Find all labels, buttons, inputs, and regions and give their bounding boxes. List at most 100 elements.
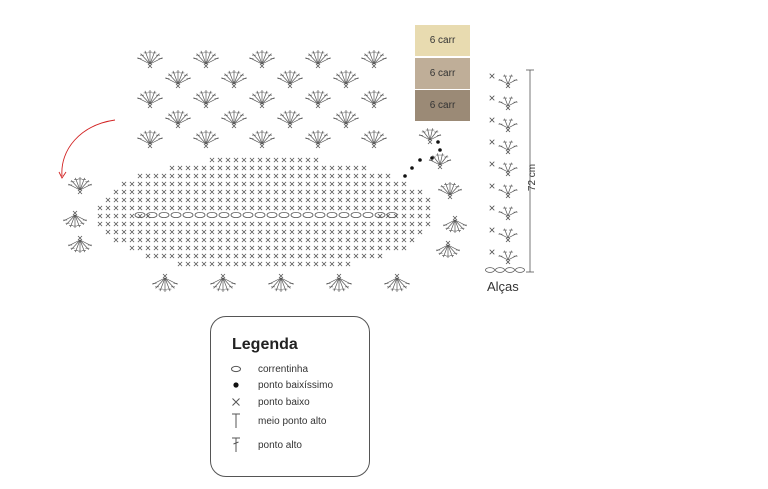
color-swatch-2: 6 carr xyxy=(415,58,470,89)
single-crochet-mark xyxy=(145,189,151,195)
single-crochet-mark xyxy=(185,253,191,259)
fan-stitch xyxy=(193,90,219,109)
single-crochet-mark xyxy=(265,229,271,235)
single-crochet-mark xyxy=(361,189,367,195)
single-crochet-mark xyxy=(305,245,311,251)
fan-stitch xyxy=(249,90,275,109)
single-crochet-mark xyxy=(233,253,239,259)
fan-stitch xyxy=(152,273,178,292)
slip-stitch-mark xyxy=(403,174,407,178)
single-crochet-mark xyxy=(249,261,255,267)
single-crochet-mark xyxy=(369,245,375,251)
single-crochet-mark xyxy=(273,245,279,251)
single-crochet-mark xyxy=(257,205,263,211)
direction-arrow-head xyxy=(58,171,67,179)
single-crochet-mark xyxy=(217,197,223,203)
fan-stitch xyxy=(249,130,275,149)
fan-stitch xyxy=(221,70,247,89)
single-crochet-mark xyxy=(313,189,319,195)
single-crochet-mark xyxy=(385,189,391,195)
single-crochet-mark xyxy=(201,221,207,227)
legend-title: Legenda xyxy=(232,336,298,353)
single-crochet-mark xyxy=(145,221,151,227)
single-crochet-mark xyxy=(177,173,183,179)
fan-stitch xyxy=(210,273,236,292)
single-crochet-mark xyxy=(193,245,199,251)
single-crochet-mark xyxy=(233,205,239,211)
single-crochet-mark xyxy=(377,205,383,211)
single-crochet-mark xyxy=(249,157,255,163)
single-crochet-mark xyxy=(281,229,287,235)
single-crochet-mark xyxy=(201,181,207,187)
single-crochet-mark xyxy=(337,237,343,243)
chain-stitch-mark xyxy=(254,211,266,218)
single-crochet-mark xyxy=(369,253,375,259)
single-crochet-mark xyxy=(273,229,279,235)
single-crochet-mark xyxy=(385,245,391,251)
single-crochet-mark xyxy=(313,261,319,267)
single-crochet-mark xyxy=(233,221,239,227)
single-crochet-mark xyxy=(409,237,415,243)
single-crochet-mark xyxy=(329,189,335,195)
single-crochet-mark xyxy=(361,205,367,211)
chain-stitch-mark xyxy=(362,211,374,218)
chain-stitch-mark xyxy=(170,211,182,218)
fan-stitch xyxy=(443,215,467,233)
single-crochet-mark xyxy=(209,157,215,163)
single-crochet-mark xyxy=(289,181,295,187)
single-crochet-mark xyxy=(385,229,391,235)
single-crochet-mark xyxy=(220,273,226,279)
single-crochet-mark xyxy=(377,197,383,203)
single-crochet-mark xyxy=(217,221,223,227)
single-crochet-mark xyxy=(257,189,263,195)
single-crochet-mark xyxy=(329,261,335,267)
single-crochet-mark xyxy=(249,205,255,211)
single-crochet-mark xyxy=(161,221,167,227)
single-crochet-mark xyxy=(257,237,263,243)
single-crochet-mark xyxy=(287,123,293,129)
single-crochet-mark xyxy=(121,181,127,187)
single-crochet-mark xyxy=(427,139,433,145)
single-crochet-mark xyxy=(321,173,327,179)
single-crochet-mark xyxy=(113,205,119,211)
single-crochet-mark xyxy=(105,205,111,211)
fan-stitch xyxy=(137,90,163,109)
single-crochet-mark xyxy=(289,221,295,227)
single-crochet-mark xyxy=(321,205,327,211)
single-crochet-mark xyxy=(313,253,319,259)
single-crochet-mark xyxy=(343,83,349,89)
single-crochet-mark xyxy=(289,165,295,171)
single-crochet-mark xyxy=(489,95,495,101)
single-crochet-mark xyxy=(241,221,247,227)
single-crochet-mark xyxy=(361,181,367,187)
single-crochet-mark xyxy=(169,205,175,211)
single-crochet-mark xyxy=(249,197,255,203)
single-crochet-mark xyxy=(241,253,247,259)
single-crochet-mark xyxy=(233,229,239,235)
single-crochet-mark xyxy=(278,273,284,279)
single-crochet-mark xyxy=(225,189,231,195)
single-crochet-mark xyxy=(217,165,223,171)
single-crochet-mark xyxy=(281,165,287,171)
single-crochet-mark xyxy=(337,229,343,235)
single-crochet-mark xyxy=(161,189,167,195)
fan-stitch xyxy=(438,182,462,200)
single-crochet-mark xyxy=(305,229,311,235)
single-crochet-mark xyxy=(289,205,295,211)
single-crochet-mark xyxy=(329,229,335,235)
single-crochet-mark xyxy=(217,261,223,267)
single-crochet-mark xyxy=(321,253,327,259)
half-double-crochet-icon xyxy=(227,412,245,430)
single-crochet-mark xyxy=(321,189,327,195)
single-crochet-mark xyxy=(289,261,295,267)
single-crochet-mark xyxy=(177,205,183,211)
single-crochet-mark xyxy=(217,157,223,163)
fan-stitch xyxy=(418,128,442,145)
single-crochet-mark xyxy=(371,63,377,69)
single-crochet-mark xyxy=(259,143,265,149)
single-crochet-mark xyxy=(265,221,271,227)
slip-stitch-mark xyxy=(410,166,414,170)
single-crochet-mark xyxy=(361,229,367,235)
single-crochet-mark xyxy=(265,261,271,267)
single-crochet-mark xyxy=(369,205,375,211)
